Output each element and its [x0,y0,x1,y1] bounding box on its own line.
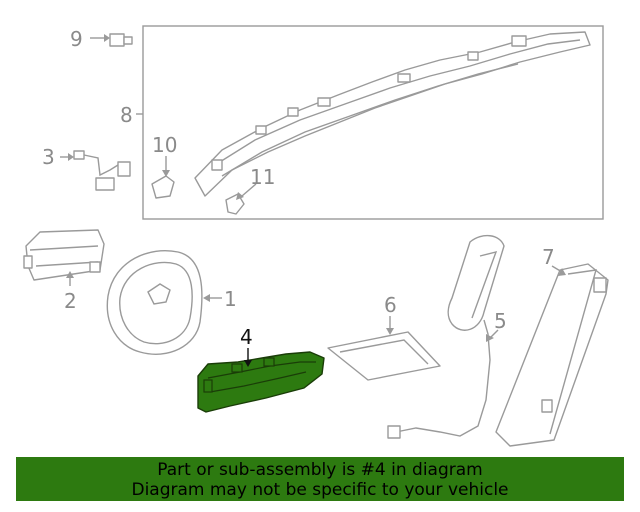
banner-line-2: Diagram may not be specific to your vehi… [131,480,509,500]
callout-6: 6 [384,293,397,317]
parts-diagram: 9 8 3 10 11 2 1 4 6 5 7 [23,25,609,447]
curtain-airbag-part[interactable] [194,31,591,197]
module-part-2[interactable] [23,229,105,281]
callout-4: 4 [240,325,253,349]
callout-11: 11 [250,165,275,189]
callout-1: 1 [224,287,237,311]
highlighted-part-4[interactable] [197,351,325,413]
clip-part-10[interactable] [151,175,175,199]
info-banner: Part or sub-assembly is #4 in diagram Di… [16,457,624,501]
driver-airbag-part-1[interactable] [106,250,203,355]
screw-part-9[interactable] [109,33,133,47]
callout-9: 9 [70,27,83,51]
callout-2: 2 [64,289,77,313]
knee-airbag-part-7[interactable] [495,263,609,447]
callout-3: 3 [42,145,55,169]
curtain-airbag-frame [142,25,604,220]
side-airbag-part-5[interactable] [387,235,505,439]
callout-8: 8 [120,103,133,127]
callout-7: 7 [542,245,555,269]
banner-line-1: Part or sub-assembly is #4 in diagram [157,460,483,480]
callout-5: 5 [494,309,507,333]
sensor-part-3[interactable] [73,150,131,191]
clip-part-11[interactable] [225,193,245,215]
leader-lines [60,34,566,367]
callout-10: 10 [152,133,177,157]
pad-part-6[interactable] [327,331,441,381]
